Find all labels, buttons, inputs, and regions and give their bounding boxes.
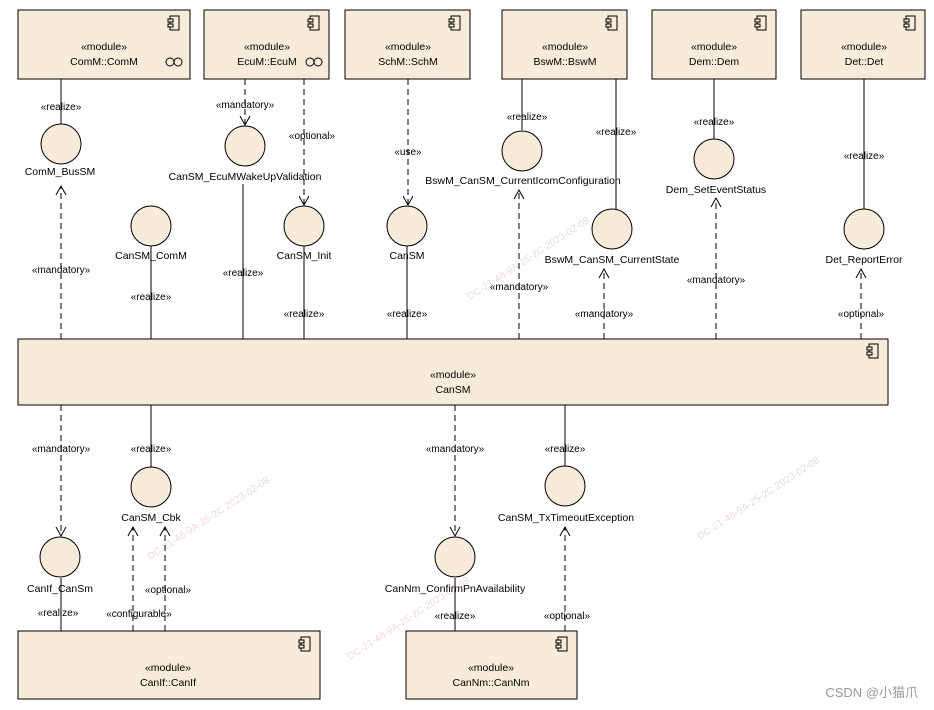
edge-label: «realize» [387, 309, 428, 320]
module-det[interactable]: «module» Det::Det [800, 9, 926, 80]
csdn-watermark: CSDN @小猫爪 [825, 685, 918, 700]
edge-label: «realize» [131, 444, 172, 455]
interface-label: CanSM_Cbk [121, 512, 181, 524]
interface-bswm-cansm-currenticomconfiguration[interactable]: BswM_CanSM_CurrentIcomConfiguration [425, 130, 621, 187]
edge-label: «realize» [38, 608, 79, 619]
edge-label: «optional» [544, 611, 591, 622]
edge-label: «mandatory» [426, 444, 485, 455]
module-stereotype: «module» [385, 41, 431, 53]
edge-label: «mandatory» [575, 309, 634, 320]
interface-det-reporterror[interactable]: Det_ReportError [825, 208, 903, 266]
edge-label: «optional» [838, 309, 885, 320]
module-name: CanIf::CanIf [140, 677, 196, 689]
interface-label: CanSM_TxTimeoutException [498, 512, 634, 524]
edge-label: «realize» [545, 444, 586, 455]
edge-label: «realize» [435, 611, 476, 622]
interface-label: Dem_SetEventStatus [666, 184, 766, 196]
module-name: EcuM::EcuM [237, 56, 297, 68]
interface-label: CanNm_ConfirmPnAvailability [385, 583, 526, 595]
link-icon [305, 57, 323, 67]
arrowhead [559, 525, 571, 537]
edge-label: «realize» [844, 151, 885, 162]
module-name: ComM::ComM [70, 56, 138, 68]
arrowhead [710, 196, 722, 208]
edge-label: «realize» [694, 117, 735, 128]
edge-label: «realize» [284, 309, 325, 320]
module-name: Dem::Dem [689, 56, 739, 68]
link-icon [165, 57, 183, 67]
module-name: CanNm::CanNm [452, 677, 529, 689]
edge-label: «realize» [41, 102, 82, 113]
interface-label: BswM_CanSM_CurrentIcomConfiguration [425, 175, 621, 187]
module-name: CanSM [435, 384, 470, 396]
edge-label: «mandatory» [490, 282, 549, 293]
interface-label: CanSM_ComM [115, 250, 187, 262]
module-comm[interactable]: «module» ComM::ComM [17, 9, 191, 80]
arrowhead [239, 115, 251, 127]
edge-label: «optional» [289, 131, 336, 142]
interface-label: CanSM_Init [277, 250, 332, 262]
interface-cansm-comm[interactable]: CanSM_ComM [115, 205, 187, 262]
edge-label: «configurable» [106, 609, 172, 620]
watermark-text: DC-21-48-9A-25-2C 2023-02-08 [696, 455, 823, 543]
interface-comm-bussm[interactable]: ComM_BusSM [25, 123, 96, 178]
interface-dem-seteventstatus[interactable]: Dem_SetEventStatus [666, 138, 766, 196]
arrowhead [855, 267, 867, 279]
interface-cansm-init[interactable]: CanSM_Init [277, 205, 332, 262]
arrowhead [159, 525, 171, 537]
module-ecum[interactable]: «module» EcuM::EcuM [203, 9, 330, 80]
module-stereotype: «module» [145, 662, 191, 674]
edge-label: «mandatory» [216, 100, 275, 111]
arrowhead [598, 267, 610, 279]
arrowhead [298, 195, 310, 207]
edge-label: «mandatory» [32, 265, 91, 276]
interface-label: ComM_BusSM [25, 166, 96, 178]
module-schm[interactable]: «module» SchM::SchM [344, 9, 471, 80]
interface-cannm-confirmpnavailability[interactable]: CanNm_ConfirmPnAvailability [385, 536, 526, 595]
module-stereotype: «module» [430, 369, 476, 381]
module-stereotype: «module» [81, 41, 127, 53]
interface-bswm-cansm-currentstate[interactable]: BswM_CanSM_CurrentState [545, 208, 680, 266]
interface-canif-cansm[interactable]: CanIf_CanSm [27, 536, 93, 595]
edge-label: «realize» [507, 112, 548, 123]
edge-label: «mandatory» [32, 444, 91, 455]
module-stereotype: «module» [244, 41, 290, 53]
interface-label: Det_ReportError [825, 254, 903, 266]
arrowhead [127, 525, 139, 537]
module-name: SchM::SchM [378, 56, 438, 68]
interface-label: CanSM_EcuMWakeUpValidation [169, 171, 322, 183]
interface-cansm[interactable]: CanSM [386, 205, 428, 262]
module-cansm[interactable]: «module» CanSM [17, 338, 889, 406]
module-dem[interactable]: «module» Dem::Dem [651, 9, 777, 80]
arrowhead [449, 526, 461, 538]
interface-cansm-cbk[interactable]: CanSM_Cbk [121, 466, 182, 524]
arrowhead [55, 184, 67, 196]
edge-label: «realize» [131, 292, 172, 303]
module-stereotype: «module» [841, 41, 887, 53]
edge-label: «mandatory» [687, 275, 746, 286]
module-canif[interactable]: «module» CanIf::CanIf [17, 630, 321, 700]
module-name: BswM::BswM [534, 56, 597, 68]
edge-label: «realize» [223, 268, 264, 279]
edge-label: «realize» [596, 127, 637, 138]
interface-label: CanSM [389, 250, 424, 262]
arrowhead [402, 195, 414, 207]
module-stereotype: «module» [542, 41, 588, 53]
interface-cansm-ecumwakeupvalidation[interactable]: CanSM_EcuMWakeUpValidation [169, 125, 322, 183]
interface-label: BswM_CanSM_CurrentState [545, 254, 680, 266]
module-bswm[interactable]: «module» BswM::BswM [501, 9, 628, 80]
module-stereotype: «module» [691, 41, 737, 53]
arrowhead [55, 526, 67, 538]
interface-label: CanIf_CanSm [27, 583, 93, 595]
edge-label: «optional» [145, 585, 192, 596]
module-name: Det::Det [845, 56, 884, 68]
edge-label: «use» [394, 147, 422, 158]
interface-cansm-txtimeoutexception[interactable]: CanSM_TxTimeoutException [498, 465, 634, 524]
module-stereotype: «module» [468, 662, 514, 674]
arrowhead [513, 188, 525, 200]
module-cannm[interactable]: «module» CanNm::CanNm [405, 630, 578, 700]
